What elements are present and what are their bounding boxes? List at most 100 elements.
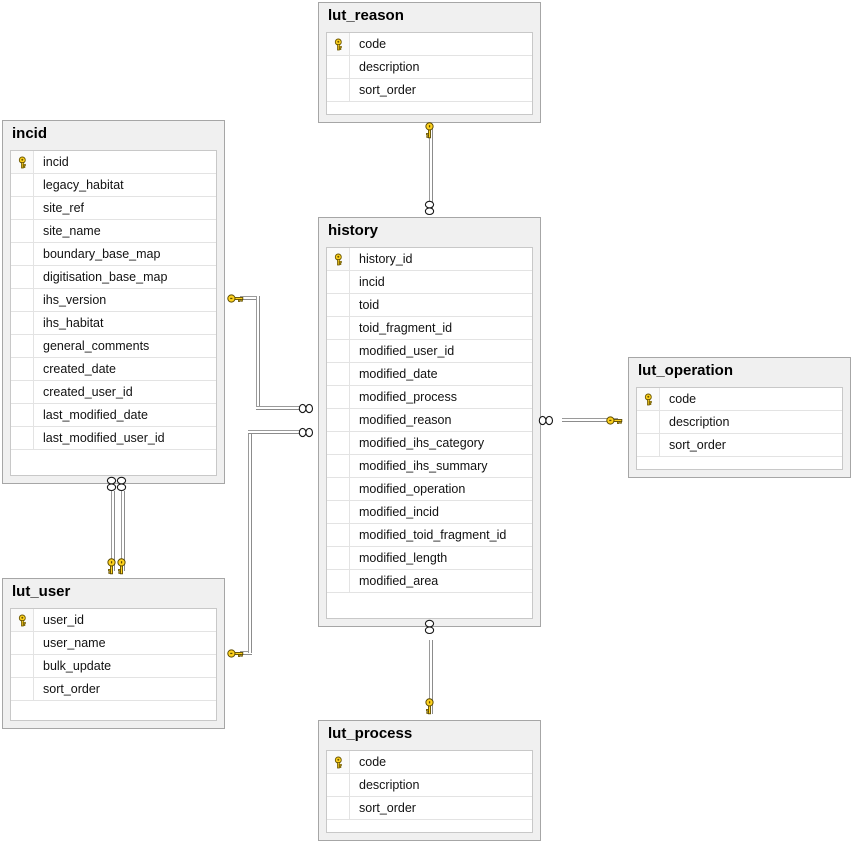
entity-title-history: history [319,218,540,243]
field-key-cell [327,432,350,454]
field-row[interactable]: toid [327,294,532,317]
relationship-key-endpoint-icon [106,557,117,575]
field-row[interactable]: incid [327,271,532,294]
field-name: modified_area [359,574,439,588]
field-name: toid_fragment_id [359,321,453,335]
field-name: sort_order [669,438,726,452]
field-row[interactable]: modified_length [327,547,532,570]
field-row[interactable]: last_modified_user_id [11,427,216,450]
field-name: toid [359,298,380,312]
field-key-cell [11,335,34,357]
field-row[interactable]: code [637,388,842,411]
field-row[interactable]: boundary_base_map [11,243,216,266]
field-row[interactable]: modified_area [327,570,532,593]
field-name: modified_ihs_category [359,436,485,450]
field-row[interactable]: modified_user_id [327,340,532,363]
field-row[interactable]: user_name [11,632,216,655]
entity-title-lut_reason: lut_reason [319,3,540,28]
field-row[interactable]: modified_ihs_category [327,432,532,455]
field-name: modified_user_id [359,344,455,358]
field-row[interactable]: created_date [11,358,216,381]
field-row[interactable]: legacy_habitat [11,174,216,197]
field-row[interactable]: modified_ihs_summary [327,455,532,478]
field-name: description [359,778,420,792]
field-row[interactable]: modified_toid_fragment_id [327,524,532,547]
field-row[interactable]: bulk_update [11,655,216,678]
field-row[interactable]: last_modified_date [11,404,216,427]
field-name: legacy_habitat [43,178,124,192]
primary-key-icon [11,151,34,173]
field-row[interactable]: user_id [11,609,216,632]
field-key-cell [327,294,350,316]
field-row[interactable]: code [327,33,532,56]
field-row[interactable]: created_user_id [11,381,216,404]
field-name: ihs_version [43,293,107,307]
field-row[interactable]: description [637,411,842,434]
relationship-line-segment [248,430,252,653]
field-row[interactable]: sort_order [327,797,532,820]
field-row[interactable]: description [327,774,532,797]
field-name: created_date [43,362,116,376]
field-row[interactable]: general_comments [11,335,216,358]
relationship-line-segment [256,296,260,410]
field-name: boundary_base_map [43,247,161,261]
field-name: history_id [359,252,413,266]
field-row[interactable]: modified_operation [327,478,532,501]
field-name: digitisation_base_map [43,270,168,284]
relationship-crowfoot-endpoint-icon [424,619,435,636]
field-key-cell [11,655,34,677]
field-name: modified_length [359,551,448,565]
field-grid-lut_process: code description sort_order [326,750,533,833]
field-row[interactable]: sort_order [637,434,842,457]
field-key-cell [327,363,350,385]
field-name: code [669,392,697,406]
field-row[interactable]: incid [11,151,216,174]
relationship-key-endpoint-icon [226,293,244,304]
field-name: site_ref [43,201,84,215]
field-row[interactable]: sort_order [327,79,532,102]
field-key-cell [637,434,660,456]
field-row[interactable]: sort_order [11,678,216,701]
field-row[interactable]: ihs_habitat [11,312,216,335]
primary-key-icon [637,388,660,410]
field-row[interactable]: code [327,751,532,774]
relationship-key-endpoint-icon [116,557,127,575]
field-key-cell [327,79,350,101]
field-key-cell [327,570,350,592]
entity-title-lut_process: lut_process [319,721,540,746]
field-row[interactable]: description [327,56,532,79]
field-name: modified_toid_fragment_id [359,528,507,542]
field-row[interactable]: site_ref [11,197,216,220]
relationship-line-segment [121,491,125,571]
field-row[interactable]: history_id [327,248,532,271]
entity-title-incid: incid [3,121,224,146]
field-row[interactable]: modified_date [327,363,532,386]
field-row[interactable]: ihs_version [11,289,216,312]
field-key-cell [11,197,34,219]
field-row[interactable]: modified_reason [327,409,532,432]
field-row[interactable]: site_name [11,220,216,243]
field-row[interactable]: modified_incid [327,501,532,524]
field-key-cell [327,317,350,339]
field-key-cell [11,174,34,196]
field-key-cell [11,427,34,449]
field-row[interactable]: digitisation_base_map [11,266,216,289]
relationship-crowfoot-endpoint-icon [106,476,117,493]
primary-key-icon [327,33,350,55]
entity-table-incid[interactable]: incid incid legacy_habitat site_ref site_nam… [2,120,225,484]
relationship-key-endpoint-icon [226,648,244,659]
field-key-cell [327,774,350,796]
field-row[interactable]: modified_process [327,386,532,409]
relationship-crowfoot-endpoint-icon [116,476,127,493]
field-key-cell [327,340,350,362]
field-name: modified_process [359,390,457,404]
field-row[interactable]: toid_fragment_id [327,317,532,340]
relationship-line-segment [111,491,115,571]
field-name: ihs_habitat [43,316,104,330]
